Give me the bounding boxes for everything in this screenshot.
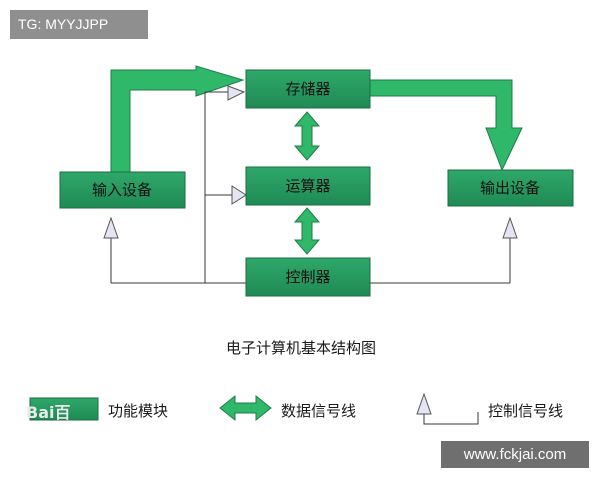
site-watermark: www.fckjai.com [441, 441, 589, 468]
input-device-label: 输入设备 [92, 181, 152, 199]
storage-label: 存储器 [285, 80, 330, 98]
control-box: 控制器 [245, 257, 371, 297]
legend-module-swatch [29, 397, 99, 421]
control-signal-lines [110, 91, 511, 284]
data-arrow-storage-alu [293, 111, 321, 161]
legend-control-arrowhead [416, 392, 432, 415]
control-arrowhead-output [502, 216, 518, 239]
control-label: 控制器 [285, 268, 330, 286]
input-device-box: 输入设备 [59, 171, 186, 209]
legend-data-arrow [219, 394, 272, 422]
alu-label: 运算器 [285, 177, 330, 195]
legend-function-module: 功能模块 [108, 402, 168, 420]
input-to-storage-arrow [110, 65, 245, 173]
legend-control-signal: 控制信号线 [488, 402, 563, 420]
storage-box: 存储器 [245, 69, 371, 109]
output-device-box: 输出设备 [447, 169, 574, 207]
baidu-watermark: Bai百 [26, 403, 70, 422]
control-arrowhead-input [103, 216, 119, 239]
output-device-label: 输出设备 [480, 179, 540, 197]
legend-control-line [423, 412, 479, 425]
data-arrow-alu-control [293, 207, 321, 255]
top-left-tag: TG: MYYJJPP [10, 10, 148, 39]
alu-box: 运算器 [245, 166, 371, 206]
control-arrowhead-storage [227, 85, 246, 101]
legend-data-signal: 数据信号线 [281, 402, 356, 420]
storage-to-output-arrow [369, 79, 523, 172]
diagram-caption: 电子计算机基本结构图 [226, 339, 376, 357]
control-arrowhead-alu [231, 185, 247, 205]
